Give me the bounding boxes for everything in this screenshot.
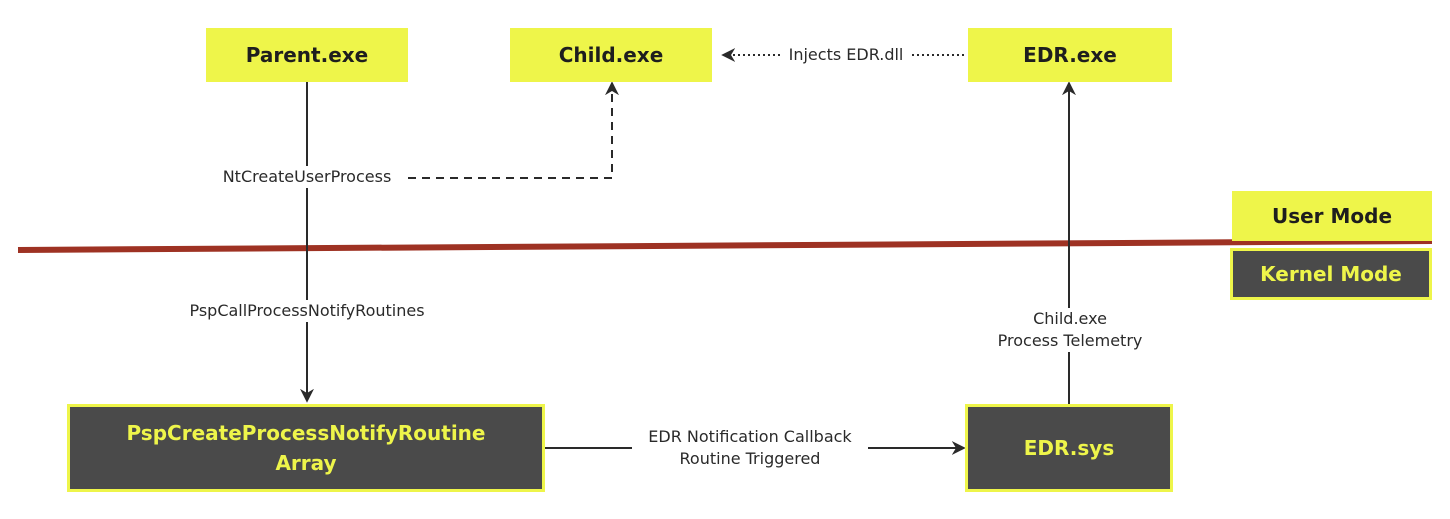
edr-exe-label: EDR.exe <box>1023 43 1117 67</box>
edr-exe-box: EDR.exe <box>968 28 1172 82</box>
child-exe-label: Child.exe <box>558 43 664 67</box>
callback-label-line1: EDR Notification Callback <box>648 427 852 446</box>
psp-array-label-line2: Array <box>275 451 337 475</box>
parent-exe-box: Parent.exe <box>206 28 408 82</box>
kernel-mode-legend: Kernel Mode <box>1230 248 1432 300</box>
telemetry-label-line2: Process Telemetry <box>997 331 1143 350</box>
create-process-dashed-arrow <box>408 81 619 179</box>
psp-call-label: PspCallProcessNotifyRoutines <box>168 300 446 322</box>
edr-sys-box: EDR.sys <box>965 404 1173 492</box>
parent-exe-label: Parent.exe <box>245 43 369 67</box>
user-mode-label: User Mode <box>1271 204 1393 228</box>
callback-label-line2: Routine Triggered <box>679 449 821 468</box>
psp-array-box: PspCreateProcessNotifyRoutine Array <box>67 404 545 492</box>
kernel-mode-label: Kernel Mode <box>1260 262 1402 286</box>
edr-sys-label: EDR.sys <box>1023 436 1115 460</box>
callback-label: EDR Notification Callback Routine Trigge… <box>632 426 868 470</box>
child-exe-box: Child.exe <box>510 28 712 82</box>
injects-label: Injects EDR.dll <box>781 44 911 66</box>
mode-boundary-line <box>17 238 1433 253</box>
psp-array-label-line1: PspCreateProcessNotifyRoutine <box>126 421 486 445</box>
telemetry-label: Child.exe Process Telemetry <box>985 308 1155 352</box>
user-mode-legend: User Mode <box>1232 191 1432 241</box>
nt-create-label: NtCreateUserProcess <box>209 166 405 188</box>
telemetry-label-line1: Child.exe <box>1033 309 1107 328</box>
